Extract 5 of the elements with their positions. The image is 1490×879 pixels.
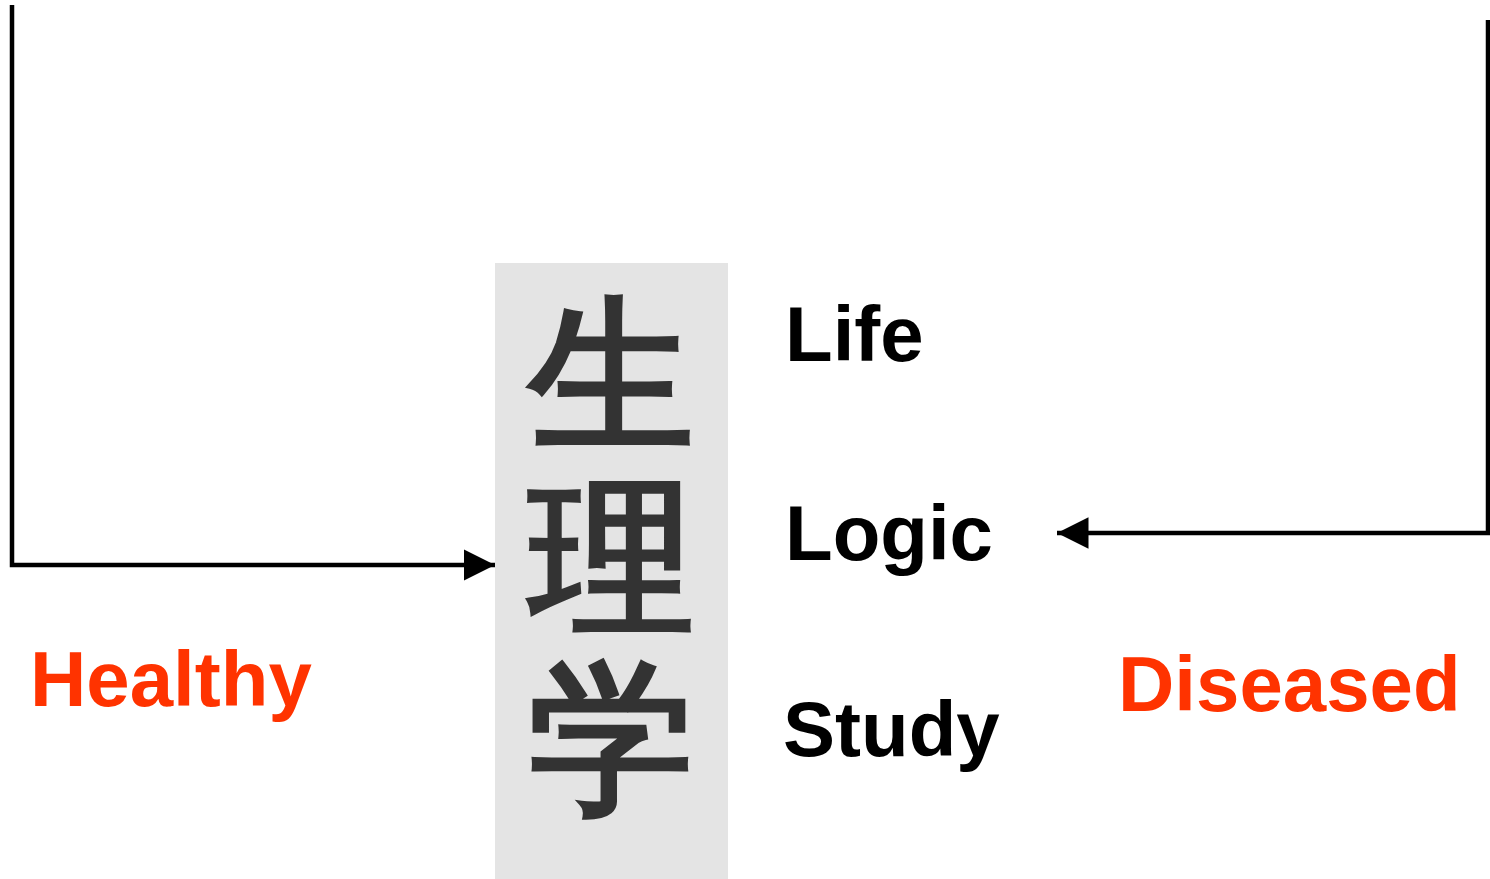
calligraphy-panel (495, 263, 728, 879)
word-label: Life (785, 295, 924, 373)
arrow (1057, 20, 1490, 549)
arrow (9, 5, 495, 581)
word-label: Diseased (1118, 645, 1461, 723)
